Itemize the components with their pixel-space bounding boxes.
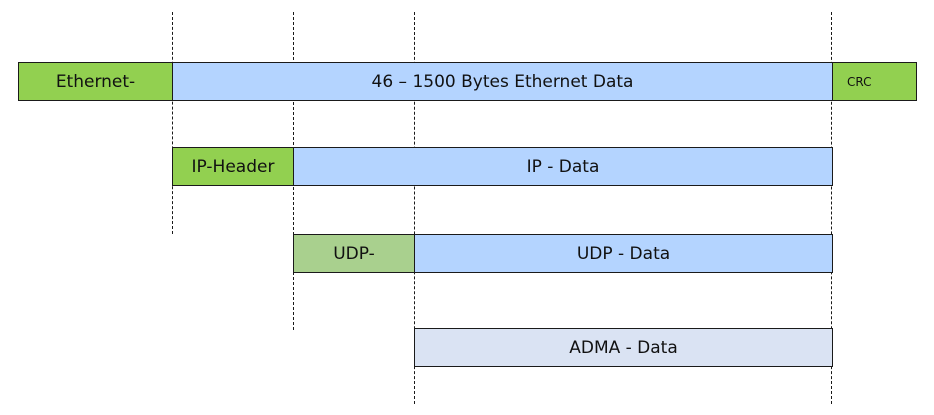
boundary-line-ethernet-header xyxy=(172,12,173,234)
udp-header-label: UDP- xyxy=(333,243,375,264)
adma-data-label: ADMA - Data xyxy=(569,337,678,358)
ip-header-block: IP-Header xyxy=(172,147,294,186)
ethernet-header-label: Ethernet- xyxy=(55,71,136,92)
ethernet-data-block: 46 – 1500 Bytes Ethernet Data xyxy=(172,62,833,101)
udp-data-block: UDP - Data xyxy=(414,234,833,273)
ethernet-header-block: Ethernet- xyxy=(18,62,173,101)
boundary-line-crc xyxy=(831,12,832,404)
ip-data-block: IP - Data xyxy=(293,147,833,186)
crc-label: CRC xyxy=(847,75,872,89)
ip-data-label: IP - Data xyxy=(526,156,600,177)
crc-block: CRC xyxy=(832,62,917,101)
ethernet-data-label: 46 – 1500 Bytes Ethernet Data xyxy=(371,71,634,92)
udp-data-label: UDP - Data xyxy=(576,243,671,264)
ip-header-label: IP-Header xyxy=(191,156,275,177)
adma-data-block: ADMA - Data xyxy=(414,328,833,367)
udp-header-block: UDP- xyxy=(293,234,415,273)
boundary-line-udp-header xyxy=(414,12,415,404)
